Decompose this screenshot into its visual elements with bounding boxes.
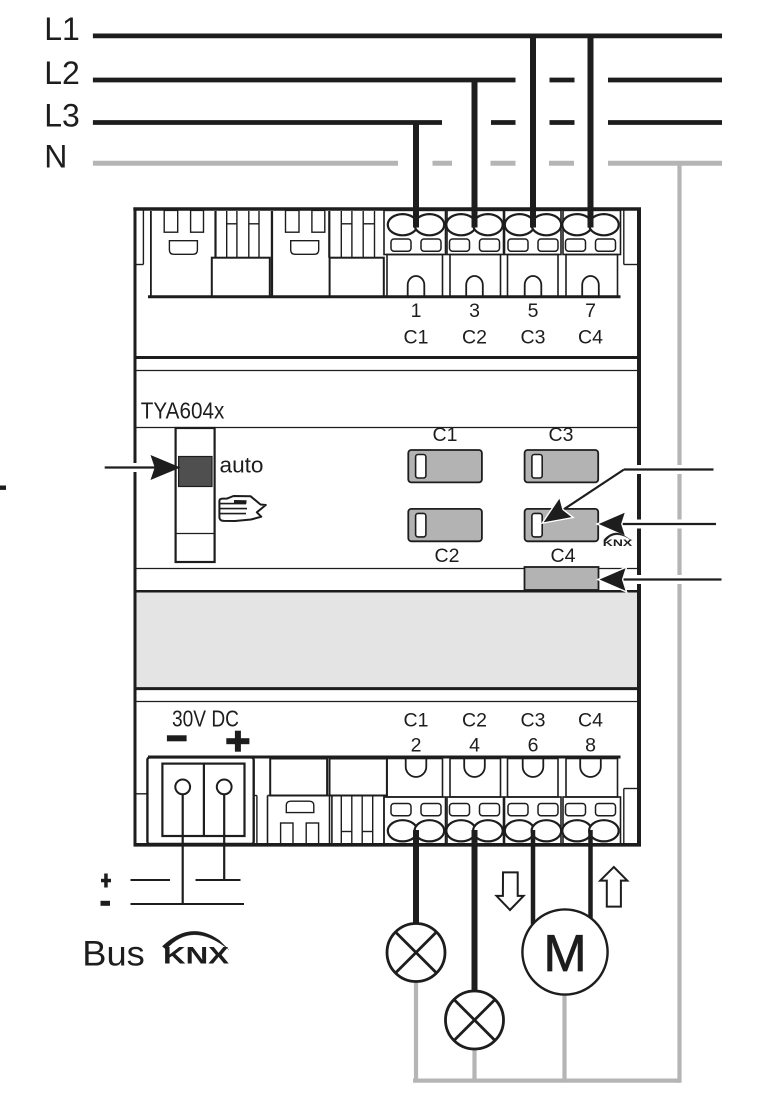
svg-text:30V DC: 30V DC bbox=[172, 706, 239, 732]
svg-text:C4: C4 bbox=[578, 710, 603, 732]
svg-text:4: 4 bbox=[469, 735, 480, 757]
svg-text:C4: C4 bbox=[551, 545, 576, 567]
svg-text:5: 5 bbox=[528, 300, 539, 322]
svg-text:L2: L2 bbox=[44, 55, 80, 91]
svg-text:TYA604x: TYA604x bbox=[141, 398, 225, 424]
svg-text:L1: L1 bbox=[44, 11, 80, 47]
svg-text:C1: C1 bbox=[433, 424, 458, 446]
svg-text:C2: C2 bbox=[462, 710, 487, 732]
svg-text:C3: C3 bbox=[521, 710, 546, 732]
svg-text:M: M bbox=[543, 925, 586, 983]
svg-text:C4: C4 bbox=[578, 327, 603, 349]
svg-text:C2: C2 bbox=[435, 545, 460, 567]
svg-text:N: N bbox=[44, 139, 67, 175]
svg-text:3: 3 bbox=[469, 300, 480, 322]
svg-text:KNX: KNX bbox=[163, 943, 230, 970]
svg-text:C2: C2 bbox=[462, 327, 487, 349]
svg-text:C1: C1 bbox=[404, 327, 429, 349]
svg-text:KNX: KNX bbox=[603, 538, 633, 548]
svg-text:8: 8 bbox=[585, 735, 596, 757]
svg-text:7: 7 bbox=[585, 300, 596, 322]
svg-text:C1: C1 bbox=[404, 710, 429, 732]
svg-text:auto: auto bbox=[220, 453, 264, 478]
svg-text:L3: L3 bbox=[44, 98, 80, 134]
svg-text:C3: C3 bbox=[521, 327, 546, 349]
svg-text:2: 2 bbox=[411, 735, 422, 757]
svg-text:6: 6 bbox=[528, 735, 539, 757]
svg-text:C3: C3 bbox=[549, 424, 574, 446]
svg-text:Bus: Bus bbox=[82, 933, 145, 973]
svg-text:1: 1 bbox=[411, 300, 422, 322]
